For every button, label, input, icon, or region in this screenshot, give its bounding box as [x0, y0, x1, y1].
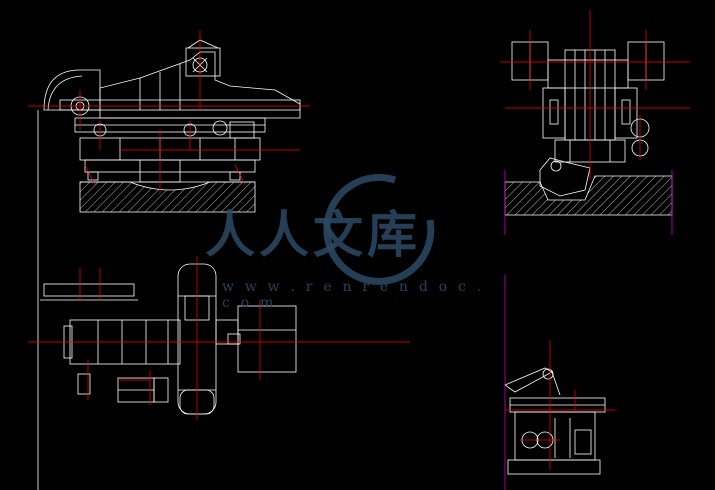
watermark-url: w w w . r e n r e n d o c . c o m	[222, 279, 485, 311]
plan-view-centerlines	[28, 256, 410, 420]
side-elevation-centerlines	[500, 10, 690, 180]
watermark-logo	[323, 173, 435, 285]
front-elevation-centerlines	[28, 30, 310, 195]
plan-view	[40, 263, 297, 415]
detail-view-centerlines	[505, 340, 615, 470]
front-elevation-view	[37, 39, 301, 490]
detail-view	[504, 367, 606, 475]
watermark-brand: 人人文库	[205, 206, 421, 264]
side-elevation-boundaries	[504, 170, 673, 235]
